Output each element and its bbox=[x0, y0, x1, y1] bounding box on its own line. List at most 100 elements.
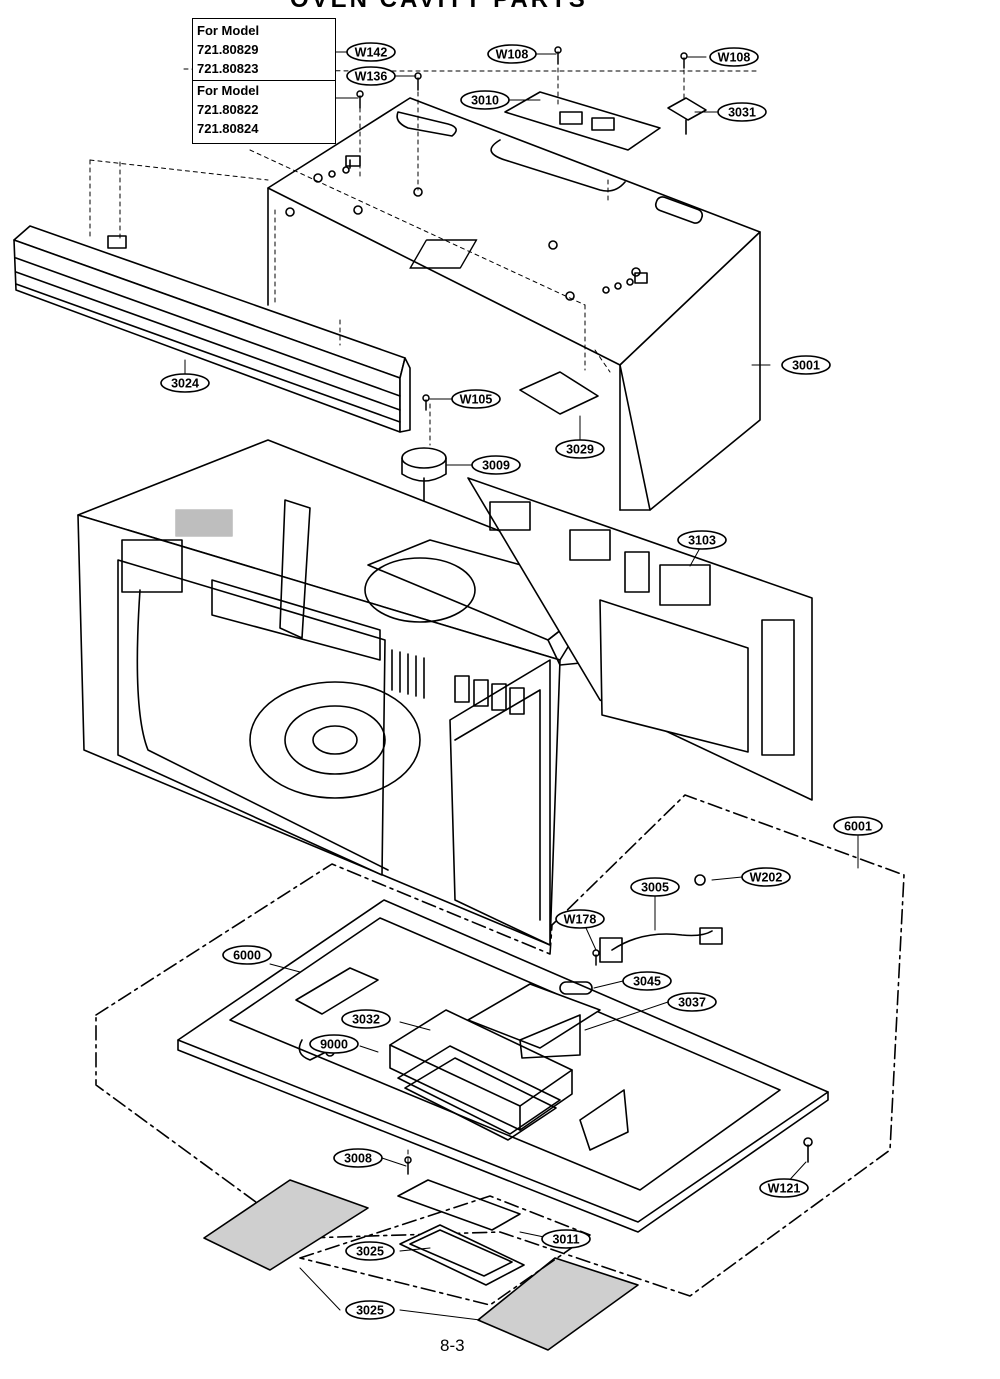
page-number: 8-3 bbox=[440, 1336, 465, 1355]
callout-label: W108 bbox=[718, 51, 751, 65]
callout-oval bbox=[781, 355, 831, 375]
callout-label: 3008 bbox=[344, 1152, 372, 1166]
callout-oval bbox=[341, 1009, 391, 1029]
callout-w105: W105 bbox=[451, 389, 501, 409]
callout-label: 6000 bbox=[233, 949, 261, 963]
callout-6000: 6000 bbox=[222, 945, 272, 965]
callout-6001: 6001 bbox=[833, 816, 883, 836]
callout-3010: 3010 bbox=[460, 90, 510, 110]
model-number: 721.80822 bbox=[197, 102, 259, 117]
callout-oval bbox=[309, 1034, 359, 1054]
callout-w142: W142 bbox=[346, 42, 396, 62]
callout-3024: 3024 bbox=[160, 373, 210, 393]
callout-oval bbox=[160, 373, 210, 393]
callout-oval bbox=[759, 1178, 809, 1198]
callout-label: 3031 bbox=[728, 106, 756, 120]
callout-labels: W142W142W136W138W108W1083010303130013024… bbox=[160, 42, 883, 1320]
model-box-divider bbox=[193, 80, 335, 81]
callout-oval bbox=[460, 90, 510, 110]
callout-label: 3005 bbox=[641, 881, 669, 895]
model-applicability-note: For Model 721.80829 721.80823 For Model … bbox=[192, 18, 336, 144]
callout-label: W178 bbox=[564, 913, 597, 927]
callout-label: 3009 bbox=[482, 459, 510, 473]
callout-oval bbox=[622, 971, 672, 991]
callout-oval bbox=[346, 42, 396, 62]
callout-oval bbox=[346, 66, 396, 86]
callout-oval bbox=[677, 530, 727, 550]
callout-3009: 3009 bbox=[471, 455, 521, 475]
callout-3025: 3025 bbox=[345, 1241, 395, 1261]
callout-3032: 3032 bbox=[341, 1009, 391, 1029]
callout-label: 3029 bbox=[566, 443, 594, 457]
callout-oval bbox=[487, 44, 537, 64]
callout-3103: 3103 bbox=[677, 530, 727, 550]
callout-label: 3001 bbox=[792, 359, 820, 373]
callout-label: W105 bbox=[460, 393, 493, 407]
callout-w202: W202 bbox=[741, 867, 791, 887]
callout-label: W142 bbox=[355, 46, 388, 60]
control-plate-3103 bbox=[467, 477, 813, 801]
callout-3045: 3045 bbox=[622, 971, 672, 991]
callout-oval bbox=[555, 909, 605, 929]
callout-label: 6001 bbox=[844, 820, 872, 834]
callout-label: 3037 bbox=[678, 996, 706, 1010]
callout-w178: W178 bbox=[555, 909, 605, 929]
callout-3037: 3037 bbox=[667, 992, 717, 1012]
callout-oval bbox=[667, 992, 717, 1012]
callout-oval bbox=[345, 1300, 395, 1320]
callout-oval bbox=[222, 945, 272, 965]
callout-label: W121 bbox=[768, 1182, 801, 1196]
model-group-2: For Model 721.80822 721.80824 bbox=[197, 81, 259, 138]
callout-3005: 3005 bbox=[630, 877, 680, 897]
callout-3031: 3031 bbox=[717, 102, 767, 122]
callout-3008: 3008 bbox=[333, 1148, 383, 1168]
model-group-1-heading: For Model bbox=[197, 23, 260, 38]
top-plate-3010 bbox=[490, 91, 661, 192]
grease-filter-right bbox=[477, 1257, 639, 1351]
callout-w108: W108 bbox=[487, 44, 537, 64]
callout-label: 3045 bbox=[633, 975, 661, 989]
model-number: 721.80824 bbox=[197, 121, 259, 136]
model-number: 721.80829 bbox=[197, 42, 259, 57]
callout-label: 3103 bbox=[688, 534, 716, 548]
callout-3001: 3001 bbox=[781, 355, 831, 375]
callout-label: W202 bbox=[750, 871, 783, 885]
callout-9000: 9000 bbox=[309, 1034, 359, 1054]
callout-label: 9000 bbox=[320, 1038, 348, 1052]
vent-grille-3024 bbox=[13, 225, 411, 433]
callout-label: 3025 bbox=[356, 1245, 384, 1259]
callout-label: W136 bbox=[355, 70, 388, 84]
callout-3029: 3029 bbox=[555, 439, 605, 459]
callout-oval bbox=[833, 816, 883, 836]
callout-label: 3010 bbox=[471, 94, 499, 108]
callout-oval bbox=[541, 1229, 591, 1249]
callout-w136: W136 bbox=[346, 66, 396, 86]
model-group-2-heading: For Model bbox=[197, 83, 260, 98]
callout-oval bbox=[471, 455, 521, 475]
callout-oval bbox=[333, 1148, 383, 1168]
callout-oval bbox=[451, 389, 501, 409]
callout-w121: W121 bbox=[759, 1178, 809, 1198]
callout-oval bbox=[741, 867, 791, 887]
model-group-1: For Model 721.80829 721.80823 bbox=[197, 21, 259, 78]
callout-3011: 3011 bbox=[541, 1229, 591, 1249]
callout-label: 3025 bbox=[356, 1304, 384, 1318]
callout-label: W108 bbox=[496, 48, 529, 62]
callout-oval bbox=[717, 102, 767, 122]
callout-label: 3011 bbox=[552, 1233, 579, 1247]
callout-oval bbox=[345, 1241, 395, 1261]
outer-case-3001 bbox=[267, 97, 761, 511]
callout-oval bbox=[630, 877, 680, 897]
callout-oval bbox=[709, 47, 759, 67]
model-number: 721.80823 bbox=[197, 61, 259, 76]
page-title-partial: OVEN CAVITY PARTS bbox=[290, 0, 588, 14]
grease-filter-left bbox=[203, 1179, 369, 1271]
callout-3025: 3025 bbox=[345, 1300, 395, 1320]
cavity-body bbox=[77, 439, 613, 946]
callout-w108: W108 bbox=[709, 47, 759, 67]
base-plate bbox=[177, 874, 829, 1233]
callout-oval bbox=[555, 439, 605, 459]
callout-label: 3024 bbox=[171, 377, 199, 391]
